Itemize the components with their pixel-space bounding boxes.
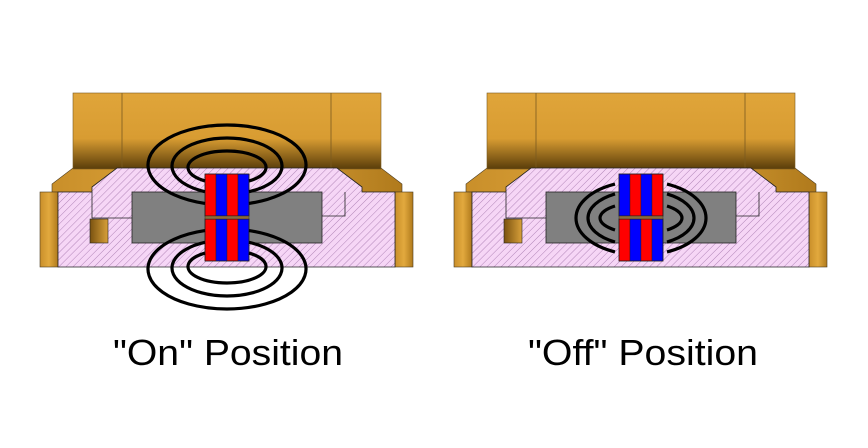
field-line-right <box>666 182 708 254</box>
top-magnet-stripe-south <box>237 173 250 217</box>
bottom-magnet-stripe-south <box>629 218 642 262</box>
bottom-magnet-stripe-north <box>640 218 653 262</box>
gold-housing-top <box>72 92 382 170</box>
field-line-bottom <box>186 251 268 285</box>
on-position-panel <box>39 92 414 311</box>
bottom-magnet-stripe-south <box>237 218 250 262</box>
body-step-line <box>736 192 760 217</box>
body-step-line <box>322 192 346 217</box>
top-magnet-stripe-south <box>215 173 228 217</box>
magnet-spacer <box>204 215 250 220</box>
gold-notch <box>89 218 109 244</box>
bottom-magnet-stripe-south <box>651 218 664 262</box>
gold-side-left <box>39 191 59 268</box>
gold-side-left <box>453 191 473 268</box>
field-line-bottom <box>146 228 308 311</box>
magnet-spacer <box>618 215 664 220</box>
top-magnet-stripe-north <box>204 173 217 217</box>
on-position-label: "On" Position <box>113 332 343 373</box>
field-line-left <box>574 182 616 254</box>
top-magnet-stripe-north <box>629 173 642 217</box>
top-magnet-stripe-north <box>651 173 664 217</box>
top-magnet-stripe-north <box>226 173 239 217</box>
off-position-label: "Off" Position <box>528 332 758 373</box>
top-magnet-stripe-south <box>640 173 653 217</box>
bottom-magnet-stripe-north <box>204 218 217 262</box>
bottom-magnet-stripe-north <box>618 218 631 262</box>
field-line-right <box>666 204 684 232</box>
gold-notch <box>503 218 523 244</box>
off-position-panel <box>453 92 828 268</box>
gold-side-right <box>394 191 414 268</box>
field-line-right <box>666 192 696 244</box>
gold-side-right <box>808 191 828 268</box>
field-line-left <box>586 192 616 244</box>
field-line-left <box>598 204 616 232</box>
field-line-top <box>146 123 308 206</box>
bottom-magnet-stripe-south <box>215 218 228 262</box>
gold-housing-top <box>486 92 796 170</box>
field-line-top <box>170 136 284 194</box>
body-step-line <box>505 192 546 219</box>
field-line-top <box>186 149 268 183</box>
bottom-magnet-stripe-north <box>226 218 239 262</box>
top-magnet-stripe-south <box>618 173 631 217</box>
body-step-line <box>91 192 132 219</box>
field-line-bottom <box>170 240 284 298</box>
